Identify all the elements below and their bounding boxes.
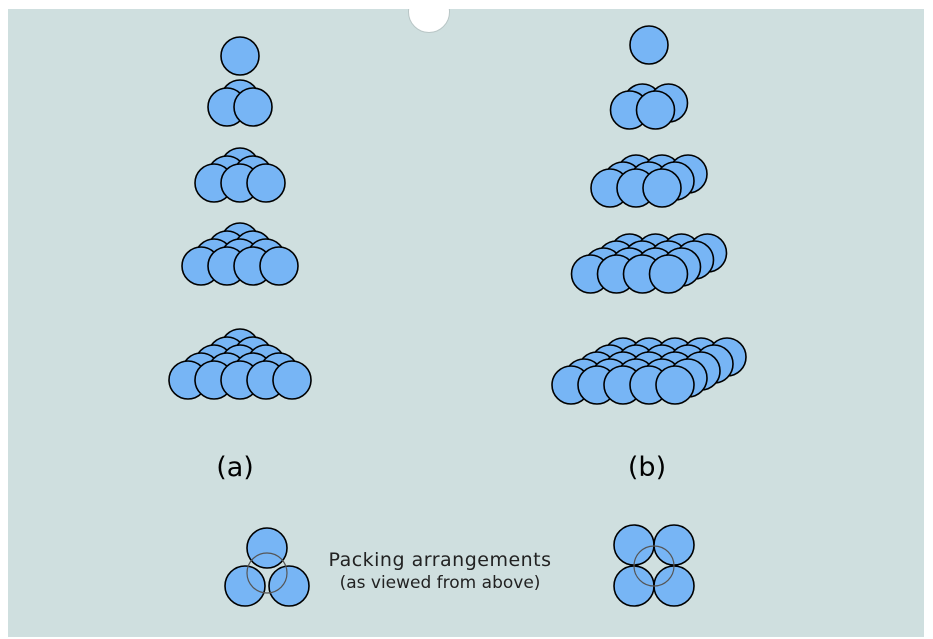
caption-line-2: (as viewed from above) [339,573,541,593]
sphere [259,246,299,286]
sphere [220,36,260,76]
stack-a-layer-2 [207,79,273,127]
stack-b-layer-3 [590,154,708,208]
top-view-triangular [224,527,310,607]
sphere [629,25,669,65]
caption-line-1: Packing arrangements [328,549,552,571]
sphere [246,163,286,203]
sphere [635,90,676,130]
stack-b-layer-4 [570,233,728,294]
top-views [224,524,695,607]
sphere [653,565,695,607]
diagram-panel [8,9,924,637]
label-b: (b) [627,452,667,483]
sphere [268,565,310,607]
stack-a-layer-4 [181,222,299,286]
sphere [655,365,695,405]
stack-a-layer-1 [220,36,260,76]
sphere [224,565,266,607]
stack-a-layer-3 [194,147,286,203]
sphere [613,565,655,607]
sphere [653,524,695,566]
sphere [613,524,655,566]
stack-b-layer-5 [551,337,747,405]
upper-sphere-outline [246,552,288,594]
sphere-stacks [168,25,747,405]
stack-b-layer-2 [609,83,689,130]
caption: Packing arrangements (as viewed from abo… [328,548,551,594]
sphere [272,360,312,400]
sphere [648,254,689,294]
sphere [233,87,273,127]
sphere [642,168,682,208]
stack-b-layer-1 [629,25,669,65]
label-a: (a) [216,452,254,483]
stack-a-layer-5 [168,328,312,400]
sphere [246,527,288,569]
upper-sphere-outline [633,545,675,587]
top-view-square [613,524,695,607]
